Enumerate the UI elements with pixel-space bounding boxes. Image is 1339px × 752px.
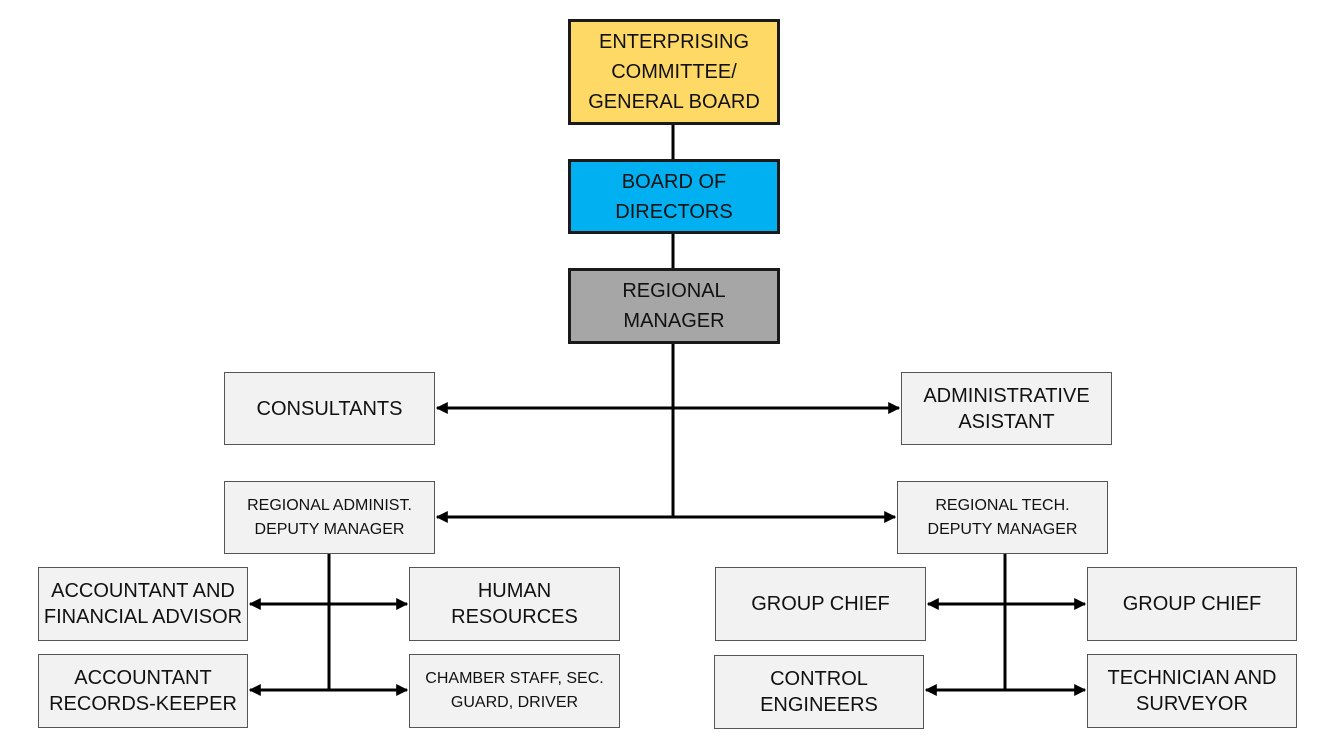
group-chief-right-label: GROUP CHIEF bbox=[1122, 593, 1262, 615]
technician-surveyor-line1: TECHNICIAN AND bbox=[1107, 667, 1277, 689]
administrative-assistant-line2: ASISTANT bbox=[958, 410, 1055, 433]
control-engineers-line2: ENGINEERS bbox=[760, 694, 878, 716]
control-engineers-box: CONTROL ENGINEERS bbox=[714, 655, 924, 729]
regional-admin-deputy-box: REGIONAL ADMINIST. DEPUTY MANAGER bbox=[224, 481, 435, 554]
regional-admin-deputy-line1: REGIONAL ADMINIST. bbox=[247, 497, 412, 515]
regional-tech-deputy-line1: REGIONAL TECH. bbox=[935, 497, 1070, 515]
regional-manager-line1: REGIONAL bbox=[622, 280, 726, 302]
human-resources-line1: HUMAN bbox=[477, 580, 552, 602]
board-of-directors-line2: DIRECTORS bbox=[615, 200, 733, 223]
accountant-financial-advisor-box: ACCOUNTANT AND FINANCIAL ADVISOR bbox=[38, 567, 248, 641]
consultants-label: CONSULTANTS bbox=[256, 397, 403, 420]
group-chief-left-box: GROUP CHIEF bbox=[715, 567, 926, 641]
enterprising-committee-line3: GENERAL BOARD bbox=[588, 91, 760, 113]
regional-manager-box: REGIONAL MANAGER bbox=[568, 268, 780, 344]
administrative-assistant-line1: ADMINISTRATIVE bbox=[923, 384, 1090, 407]
accountant-records-keeper-line2: RECORDS-KEEPER bbox=[49, 693, 237, 715]
human-resources-box: HUMAN RESOURCES bbox=[409, 567, 620, 641]
regional-admin-deputy-line2: DEPUTY MANAGER bbox=[254, 520, 405, 538]
accountant-financial-advisor-line2: FINANCIAL ADVISOR bbox=[43, 606, 243, 628]
group-chief-right-box: GROUP CHIEF bbox=[1087, 567, 1297, 641]
technician-surveyor-line2: SURVEYOR bbox=[1136, 693, 1248, 715]
enterprising-committee-line2: COMMITTEE/ bbox=[611, 61, 737, 83]
accountant-records-keeper-line1: ACCOUNTANT bbox=[74, 667, 212, 689]
consultants-box: CONSULTANTS bbox=[224, 372, 435, 445]
chamber-staff-line1: CHAMBER STAFF, SEC. bbox=[425, 670, 604, 687]
human-resources-line2: RESOURCES bbox=[451, 606, 578, 628]
technician-surveyor-box: TECHNICIAN AND SURVEYOR bbox=[1087, 654, 1297, 728]
board-of-directors-box: BOARD OF DIRECTORS bbox=[568, 159, 780, 234]
board-of-directors-line1: BOARD OF bbox=[621, 170, 727, 193]
accountant-financial-advisor-line1: ACCOUNTANT AND bbox=[51, 580, 235, 602]
enterprising-committee-line1: ENTERPRISING bbox=[598, 31, 750, 53]
group-chief-left-label: GROUP CHIEF bbox=[751, 593, 890, 615]
regional-tech-deputy-box: REGIONAL TECH. DEPUTY MANAGER bbox=[897, 481, 1108, 554]
chamber-staff-line2: GUARD, DRIVER bbox=[450, 694, 579, 711]
regional-manager-line2: MANAGER bbox=[623, 310, 725, 332]
enterprising-committee-box: ENTERPRISING COMMITTEE/ GENERAL BOARD bbox=[568, 19, 780, 125]
regional-tech-deputy-line2: DEPUTY MANAGER bbox=[927, 520, 1078, 538]
control-engineers-line1: CONTROL bbox=[770, 668, 868, 690]
chamber-staff-box: CHAMBER STAFF, SEC. GUARD, DRIVER bbox=[409, 654, 620, 728]
accountant-records-keeper-box: ACCOUNTANT RECORDS-KEEPER bbox=[38, 654, 248, 728]
administrative-assistant-box: ADMINISTRATIVE ASISTANT bbox=[901, 372, 1112, 445]
